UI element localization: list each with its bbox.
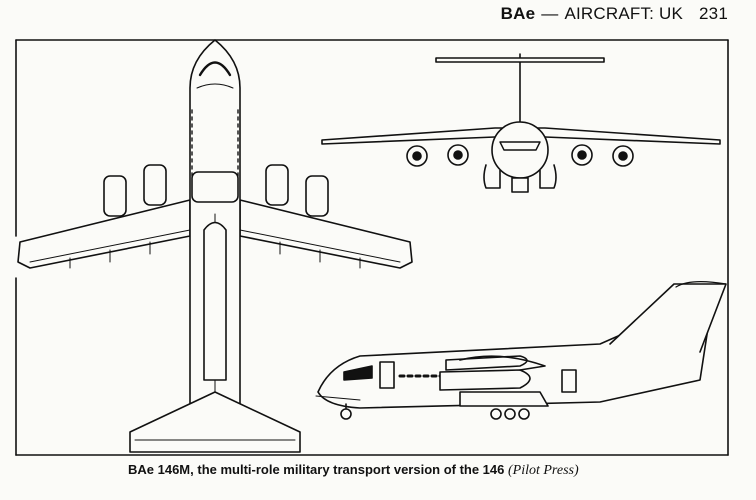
figure-frame — [15, 39, 729, 456]
header-dash: — — [541, 4, 559, 23]
side-view — [315, 281, 727, 420]
header-manufacturer: BAe — [500, 4, 536, 23]
figure-caption: BAe 146M, the multi-role military transp… — [128, 462, 748, 479]
front-view — [321, 53, 721, 193]
plan-view — [17, 39, 413, 453]
header-page-number: 231 — [699, 4, 728, 23]
caption-credit: (Pilot Press) — [508, 463, 579, 478]
page-header: BAe — AIRCRAFT: UK 231 — [501, 4, 728, 24]
caption-text: BAe 146M, the multi-role military transp… — [128, 462, 505, 477]
header-section: AIRCRAFT: UK — [564, 4, 684, 23]
